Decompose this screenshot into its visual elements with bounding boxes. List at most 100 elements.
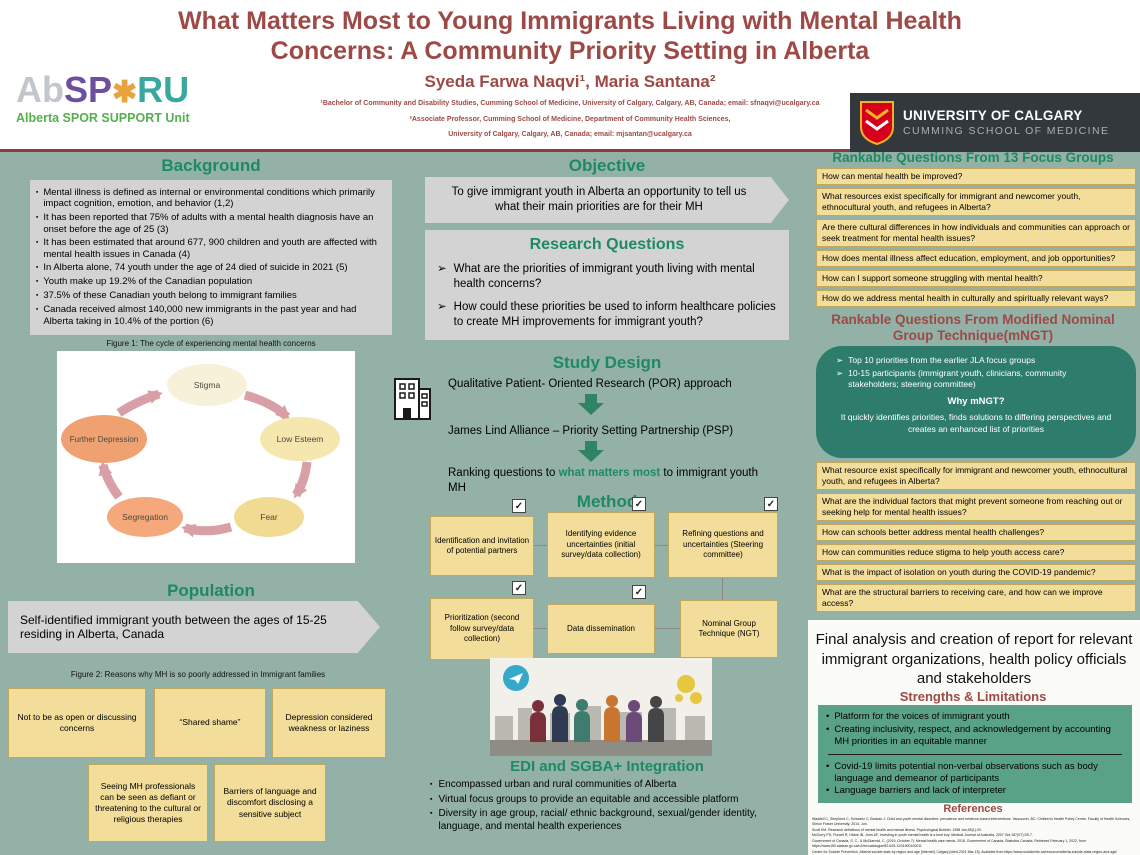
- mngt-bullet-text: Top 10 priorities from the earlier JLA f…: [848, 355, 1036, 365]
- edi-heading: EDI and SGBA+ Integration: [510, 758, 704, 775]
- figure2-box: Seeing MH professionals can be seen as d…: [88, 764, 208, 842]
- square-bullet-icon: ▪: [36, 291, 39, 299]
- background-bullet: ▪In Alberta alone, 74 youth under the ag…: [36, 262, 384, 274]
- square-bullet-icon: ▪: [36, 278, 39, 286]
- mngt-heading: Rankable Questions From Modified Nominal…: [831, 312, 1115, 344]
- figure1-caption: Figure 1: The cycle of experiencing ment…: [106, 339, 316, 348]
- edi-bullet-text: Diversity in age group, racial/ ethnic b…: [438, 808, 757, 832]
- ucalgary-shield-icon: [860, 100, 894, 145]
- mngt-question-row: What are the individual factors that mig…: [816, 493, 1136, 522]
- objective-heading: Objective: [568, 156, 646, 175]
- method-heading: Method: [576, 492, 638, 511]
- mngt-why-title: Why mNGT?: [947, 396, 1005, 408]
- absporu-tagline: Alberta SPOR SUPPORT Unit: [16, 111, 190, 125]
- absporu-sp: SP: [64, 69, 113, 110]
- cycle-arrow: [243, 390, 291, 421]
- method-box-text: Data dissemination: [566, 623, 636, 633]
- cycle-node-label: Fear: [260, 512, 278, 522]
- focus-question-row: How does mental illness affect education…: [816, 250, 1136, 268]
- research-questions-heading: Research Questions: [529, 236, 685, 253]
- cycle-node-label: Stigma: [194, 380, 221, 390]
- research-question: ➢What are the priorities of immigrant yo…: [437, 262, 777, 292]
- method-box: Data dissemination: [547, 604, 655, 654]
- mngt-bullet: ➢10-15 participants (immigrant youth, cl…: [836, 368, 1116, 390]
- figure2-box-text: Seeing MH professionals can be seen as d…: [95, 780, 201, 825]
- study-step-3: Ranking questions to what matters most t…: [448, 466, 778, 496]
- method-box: Refining questions and uncertainties (St…: [668, 512, 778, 578]
- mngt-question-row: What is the impact of isolation on youth…: [816, 564, 1136, 582]
- affiliation-3: University of Calgary, Calgary, AB, Cana…: [448, 131, 692, 138]
- objective-text: To give immigrant youth in Alberta an op…: [451, 186, 747, 213]
- arrow-bullet-icon: ➢: [437, 300, 447, 313]
- background-bullet: ▪ Mental illness is defined as internal o…: [36, 187, 384, 211]
- community-discussion-illustration: [490, 658, 712, 756]
- mngt-question-row: What resource exist specifically for imm…: [816, 462, 1136, 491]
- absporu-logo: AbSP✱RU Alberta SPOR SUPPORT Unit: [16, 69, 190, 126]
- ucalgary-logo: UNIVERSITY OF CALGARY CUMMING SCHOOL OF …: [850, 93, 1140, 152]
- figure2-box: “Shared shame”: [154, 688, 266, 758]
- reference-line: Waddell C, Shepherd C, Schwartz C, Baric…: [812, 817, 1131, 827]
- background-bullet: ▪ It has been reported that 75% of adults…: [36, 212, 384, 236]
- square-bullet-icon: ▪: [36, 188, 39, 196]
- checkbox-checked-icon: ✓: [512, 499, 526, 513]
- dot-bullet-icon: •: [826, 723, 830, 735]
- objective-box: To give immigrant youth in Alberta an op…: [425, 177, 789, 223]
- square-bullet-icon: ▪: [36, 264, 39, 272]
- background-bullet: ▪37.5% of these Canadian youth belong to…: [36, 290, 384, 302]
- dot-bullet-icon: •: [826, 760, 830, 772]
- absporu-ab: Ab: [16, 69, 64, 110]
- mngt-why-text: It quickly identifies priorities, finds …: [840, 412, 1112, 434]
- focus-question-row: How do we address mental health in cultu…: [816, 290, 1136, 308]
- cycle-node: [167, 364, 247, 406]
- limitation-text: Language barriers and lack of interprete…: [834, 785, 1006, 797]
- focus-question-row: How can mental health be improved?: [816, 168, 1136, 186]
- mngt-question-row: What are the structural barriers to rece…: [816, 584, 1136, 613]
- arrow-bullet-icon: ➢: [836, 368, 844, 379]
- study-step-2: James Lind Alliance – Priority Setting P…: [448, 425, 734, 437]
- method-box: Identifying evidence uncertainties (init…: [547, 512, 655, 578]
- reference-line: Government of Canada, S. C., & McDiarmid…: [812, 838, 1086, 849]
- cycle-node: [61, 415, 147, 463]
- strength-text: Platform for the voices of immigrant you…: [834, 711, 1010, 722]
- research-questions-box: Research Questions ➢What are the priorit…: [425, 230, 789, 340]
- edi-bullets: ▪Encompassed urban and rural communities…: [430, 777, 792, 835]
- study-step-3-post: to immigrant youth MH: [448, 467, 759, 494]
- final-analysis-text: Final analysis and creation of report fo…: [815, 631, 1133, 687]
- checkbox-checked-icon: ✓: [512, 581, 526, 595]
- background-bullet-text: Mental illness is defined as internal or…: [43, 186, 375, 210]
- ucalgary-text: UNIVERSITY OF CALGARY CUMMING SCHOOL OF …: [903, 108, 1109, 137]
- study-step-3-highlight: what matters most: [558, 467, 661, 479]
- mngt-question-row: How can communities reduce stigma to hel…: [816, 544, 1136, 562]
- method-box: Prioritization (second follow survey/dat…: [430, 598, 534, 660]
- figure2-box-text: Barriers of language and discomfort disc…: [223, 786, 317, 819]
- checkbox-checked-icon: ✓: [632, 497, 646, 511]
- square-bullet-icon: ▪: [36, 213, 39, 221]
- ucalgary-name: UNIVERSITY OF CALGARY: [903, 108, 1083, 123]
- edi-bullet: ▪Virtual focus groups to provide an equi…: [430, 794, 792, 807]
- focus-groups-question-list: How can mental health be improved? What …: [816, 168, 1136, 308]
- header: What Matters Most to Young Immigrants Li…: [0, 0, 1140, 152]
- figure2-box-text: Depression considered weakness or lazine…: [285, 711, 373, 733]
- method-box: Nominal Group Technique (NGT): [680, 600, 778, 658]
- figure2-box: Depression considered weakness or lazine…: [272, 688, 386, 758]
- background-bullet-text: Canada received almost 140,000 new immig…: [43, 303, 357, 327]
- limitation-text: Covid-19 limits potential non-verbal obs…: [834, 760, 1098, 784]
- arrow-bullet-icon: ➢: [437, 263, 447, 275]
- study-step-1: Qualitative Patient- Oriented Research (…: [448, 378, 732, 390]
- yellow-shapes: [675, 675, 702, 704]
- background-bullet-text: It has been estimated that around 677, 9…: [43, 237, 377, 260]
- arrow-bullet-icon: ➢: [836, 355, 844, 365]
- connector-line: [722, 578, 723, 600]
- mngt-bullet: ➢ Top 10 priorities from the earlier JLA …: [836, 355, 1116, 366]
- edi-bullet: ▪Encompassed urban and rural communities…: [430, 779, 792, 792]
- checkbox-checked-icon: ✓: [764, 497, 778, 511]
- method-box: Identification and invitation of potenti…: [430, 516, 534, 576]
- affiliation-1: ¹Bachelor of Community and Disability St…: [320, 100, 820, 107]
- background-bullet-text: It has been reported that 75% of adults …: [43, 211, 374, 235]
- method-box-text: Identifying evidence uncertainties (init…: [561, 529, 641, 560]
- dot-bullet-icon: •: [826, 785, 830, 797]
- ucalgary-school: CUMMING SCHOOL OF MEDICINE: [903, 125, 1110, 137]
- mngt-question-list: What resource exist specifically for imm…: [816, 462, 1136, 613]
- background-bullet: ▪Youth make up 19.2% of the Canadian pop…: [36, 276, 384, 288]
- authors: Syeda Farwa Naqvi¹, Maria Santana²: [424, 72, 716, 91]
